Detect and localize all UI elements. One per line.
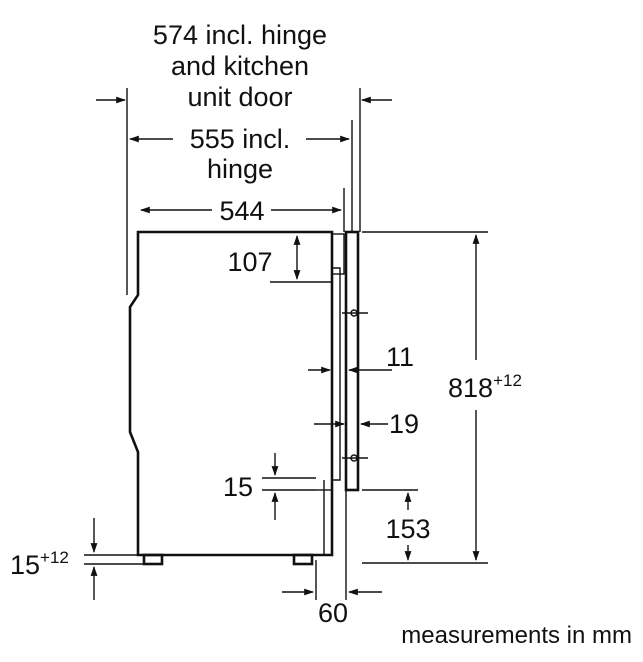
label-555-line2: hinge <box>207 154 273 184</box>
dim-153: 153 <box>362 489 431 561</box>
appliance-outline <box>128 230 341 557</box>
dim-19: 19 <box>314 409 419 439</box>
label-15-step: 15 <box>223 472 253 502</box>
door-and-hinge <box>331 230 368 492</box>
label-574-line2: and kitchen <box>171 51 309 81</box>
machine-feet <box>142 553 314 566</box>
label-555-line1: 555 incl. <box>190 124 291 154</box>
label-11: 11 <box>386 342 414 372</box>
dim-15-foot: 15+12 <box>10 518 144 600</box>
dim-60: 60 <box>282 490 382 628</box>
dim-544: 544 <box>140 188 345 232</box>
dim-107: 107 <box>227 235 332 283</box>
dim-574: 574 incl. hinge and kitchen unit door <box>96 20 392 295</box>
label-15-foot: 15+12 <box>10 548 69 580</box>
dim-555: 555 incl. hinge <box>129 120 353 232</box>
label-544: 544 <box>219 196 264 226</box>
label-574-line3: unit door <box>187 82 292 112</box>
label-574-line1: 574 incl. hinge <box>153 20 327 50</box>
label-60: 60 <box>318 598 348 628</box>
label-153: 153 <box>385 514 430 544</box>
dim-15-step: 15 <box>223 453 316 520</box>
dim-11: 11 <box>308 342 414 374</box>
units-note: measurements in mm <box>401 622 632 649</box>
dim-818: 818+12 <box>362 231 522 564</box>
label-818: 818+12 <box>448 371 522 403</box>
label-107: 107 <box>227 247 272 277</box>
label-19: 19 <box>389 409 419 439</box>
